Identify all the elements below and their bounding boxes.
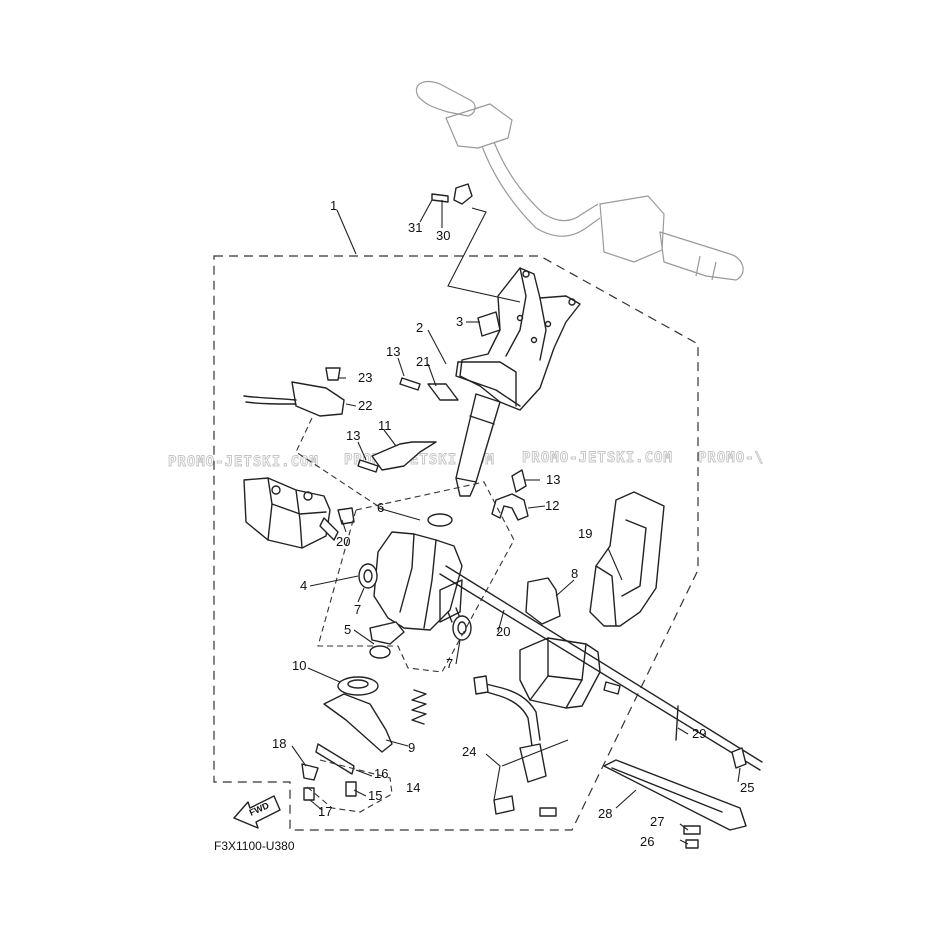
callout-numbers: 1 2 3 4 5 6 7 7 8 9 10 11 12 13 13 13 14…: [272, 198, 754, 849]
sleeve-part: [477, 311, 501, 337]
watermark-3: PROMO-JETSKI.COM: [522, 450, 673, 466]
collar-part-6: [427, 513, 453, 527]
bolt-right-housing: [603, 681, 621, 695]
watermark-1: PROMO-JETSKI.COM: [168, 454, 319, 470]
clamp-part-30: [453, 183, 473, 205]
washer-part-7a: [358, 563, 378, 589]
callout-21: 21: [416, 354, 430, 369]
callout-27: 27: [650, 814, 664, 829]
callout-23: 23: [358, 370, 372, 385]
callout-19: 19: [578, 526, 592, 541]
collar-part-27: [683, 825, 701, 835]
callout-10: 10: [292, 658, 306, 673]
stopper-part-5: [369, 621, 405, 645]
nut-part-26: [685, 839, 699, 849]
cable-part-24: [473, 675, 557, 817]
callout-18: 18: [272, 736, 286, 751]
callout-7b: 7: [446, 656, 453, 671]
handlebar-ghost: [415, 81, 744, 281]
callout-20b: 20: [496, 624, 510, 639]
callout-31: 31: [408, 220, 422, 235]
ring-part-10: [337, 676, 379, 696]
spring-pin: [319, 517, 339, 541]
callout-14: 14: [406, 780, 420, 795]
callout-30: 30: [436, 228, 450, 243]
steering-shaft: [455, 393, 501, 497]
washer-part-7b: [452, 615, 472, 641]
bolt-part-31: [431, 193, 449, 203]
guide-rod: [439, 573, 761, 771]
bolt-part-25: [731, 747, 747, 769]
callout-3: 3: [456, 314, 463, 329]
bolt-part-13c: [511, 469, 527, 493]
clip-small: [337, 507, 355, 525]
callout-4: 4: [300, 578, 307, 593]
actuator-part-8: [525, 577, 561, 625]
forward-direction-arrow: FWD: [233, 795, 281, 829]
holder-part-21: [427, 383, 459, 401]
spring: [411, 689, 427, 725]
sensor-part-22: [243, 367, 345, 417]
leader-lines: [291, 199, 741, 845]
callout-2: 2: [416, 320, 423, 335]
callout-7a: 7: [354, 602, 361, 617]
callout-16: 16: [374, 766, 388, 781]
nut-part-5: [369, 645, 391, 659]
callout-24: 24: [462, 744, 476, 759]
callout-28: 28: [598, 806, 612, 821]
clip-part-18: [301, 763, 319, 781]
arm-part-9: [323, 693, 393, 753]
bolt-part-13a: [399, 377, 421, 391]
tie-part-29: [675, 705, 679, 741]
callout-26: 26: [640, 834, 654, 849]
central-column-body: [373, 531, 463, 631]
callout-13a: 13: [386, 344, 400, 359]
callout-9: 9: [408, 740, 415, 755]
callout-6: 6: [377, 500, 384, 515]
bolt-part-13b: [357, 459, 379, 473]
callout-13c: 13: [546, 472, 560, 487]
callout-11: 11: [378, 418, 392, 433]
link-part-16: [315, 743, 355, 775]
clip-part-12: [491, 493, 529, 521]
callout-25: 25: [740, 780, 754, 795]
bracket-part-11: [371, 441, 437, 471]
column-mount-part: [455, 267, 581, 411]
callout-15: 15: [368, 788, 382, 803]
callout-17: 17: [318, 804, 332, 819]
column-subassembly-boundary: [317, 481, 515, 673]
assembly-boundary: [213, 255, 699, 831]
left-housing-part: [243, 477, 331, 549]
callout-22: 22: [358, 398, 372, 413]
watermark-4: PROMO-\: [698, 450, 764, 466]
callout-20a: 20: [336, 534, 350, 549]
drawing-code: F3X1100-U380: [214, 839, 295, 853]
callout-1: 1: [330, 198, 337, 213]
callout-5: 5: [344, 622, 351, 637]
right-housing-part: [519, 637, 601, 709]
callout-13b: 13: [346, 428, 360, 443]
cover-part-19: [589, 491, 665, 627]
callout-12: 12: [545, 498, 559, 513]
plate-part-28: [603, 759, 747, 831]
callout-8: 8: [571, 566, 578, 581]
bolt-part-15: [345, 781, 357, 797]
bolt-part-17: [303, 787, 315, 801]
callout-29: 29: [692, 726, 706, 741]
